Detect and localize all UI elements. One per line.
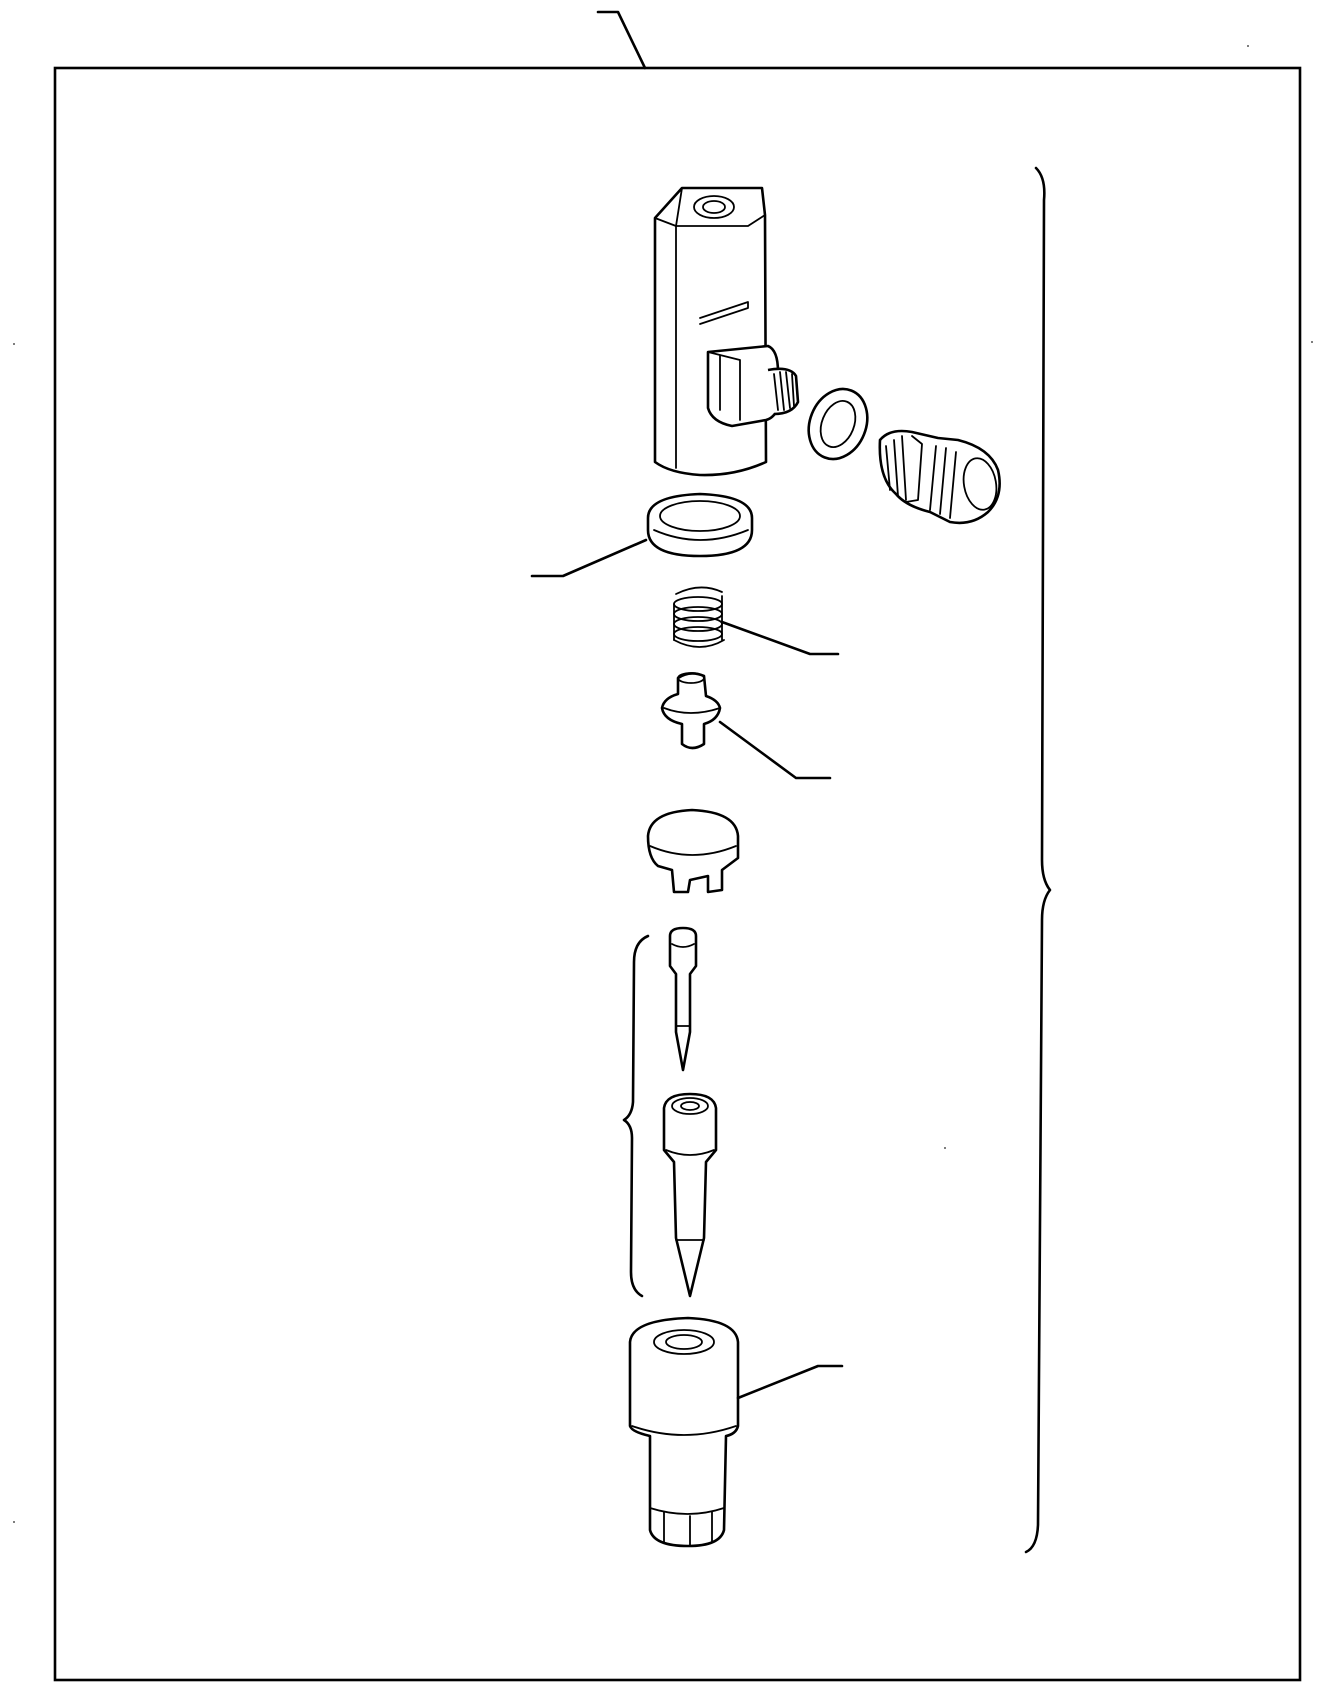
scan-specks xyxy=(13,45,1313,1523)
pressure-spring xyxy=(673,586,725,648)
leader-pressure-spindle xyxy=(718,720,832,780)
nozzle-body xyxy=(662,1092,718,1298)
leader-retaining-nut xyxy=(736,1364,844,1400)
pressure-spindle xyxy=(660,672,722,750)
assembly-brace xyxy=(1024,166,1052,1554)
nozzle-set-brace xyxy=(622,934,650,1298)
retaining-nut xyxy=(628,1316,740,1548)
leader-pressure-spring xyxy=(720,620,840,656)
leader-holder-gasket xyxy=(530,538,648,578)
leader-assembly xyxy=(596,10,647,70)
holder-gasket xyxy=(646,492,754,558)
inlet-connector xyxy=(878,429,1001,525)
nozzle-holder-body xyxy=(653,186,800,477)
spacer xyxy=(646,808,740,894)
diagram-frame xyxy=(53,66,1302,1682)
nozzle-needle xyxy=(668,926,698,1072)
inlet-gasket xyxy=(807,387,869,461)
